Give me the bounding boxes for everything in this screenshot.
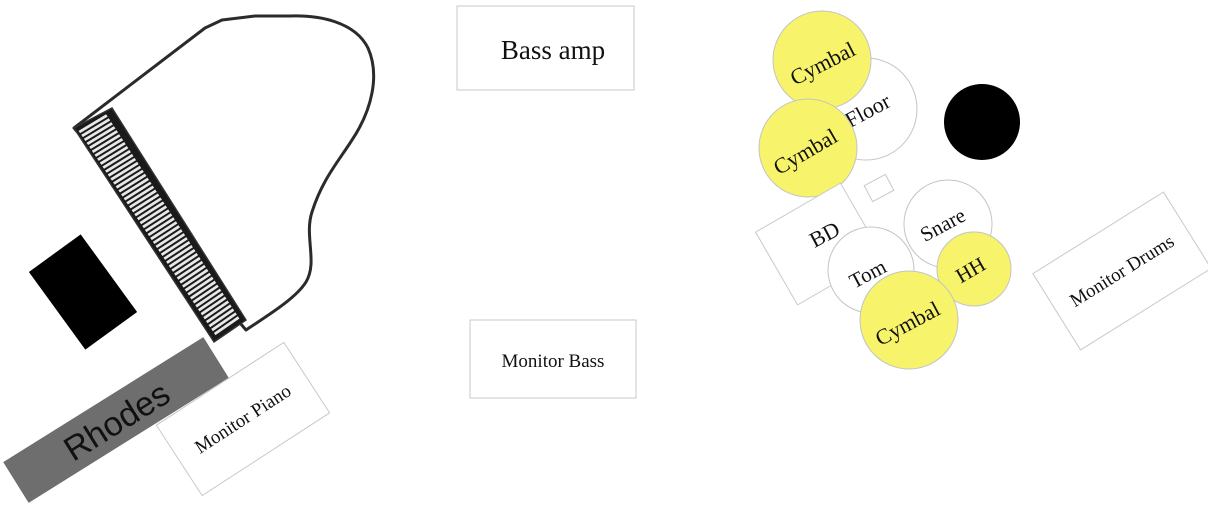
piano-key — [152, 225, 180, 245]
piano-key — [110, 161, 139, 181]
piano-key — [107, 157, 137, 177]
bass-amp-box — [456, 5, 635, 91]
piano-lid-outline — [72, 14, 376, 332]
piano-key — [86, 126, 116, 146]
piano-key — [213, 316, 240, 336]
drum-stool — [944, 84, 1020, 160]
piano-key — [197, 292, 224, 312]
piano-key — [142, 209, 170, 229]
piano-key — [184, 272, 211, 292]
monitor-piano: Monitor Piano — [155, 341, 331, 497]
monitor-drums-box — [1032, 191, 1208, 351]
piano-key — [131, 193, 160, 213]
piano-key — [94, 138, 124, 157]
piano-key — [200, 296, 227, 316]
monitor-bass-label: Monitor Bass — [502, 351, 605, 372]
piano-key — [89, 130, 118, 149]
piano-key — [118, 173, 147, 193]
piano-key — [203, 300, 230, 320]
piano-key — [192, 284, 219, 304]
piano-key — [126, 185, 155, 205]
piano-key — [163, 241, 191, 260]
piano-key — [113, 165, 142, 185]
piano-key — [182, 268, 209, 288]
piano-key — [174, 256, 201, 276]
piano-key — [121, 177, 149, 197]
piano-key — [195, 288, 222, 308]
piano-key — [97, 141, 126, 161]
piano-key — [166, 244, 193, 264]
monitor-drums: Monitor Drums — [1032, 191, 1208, 351]
piano-key — [168, 248, 196, 268]
piano-key — [176, 260, 204, 280]
piano-key — [105, 153, 134, 173]
piano-key — [78, 114, 108, 134]
monitor-bass: Monitor Bass — [469, 319, 637, 399]
piano-key — [115, 169, 144, 189]
piano-key — [171, 252, 199, 272]
piano-key — [136, 201, 165, 221]
piano-key — [211, 312, 237, 332]
drum-kit: Floor Cymbal Cymbal BD Snare Tom HH Cymb… — [754, 10, 1020, 370]
piano-key — [155, 229, 183, 249]
piano-key — [158, 233, 186, 252]
piano-key — [128, 189, 157, 209]
piano-key — [81, 118, 111, 138]
bass-amp: Bass amp — [456, 5, 635, 91]
piano-key — [99, 145, 129, 165]
piano-key — [179, 264, 206, 284]
bass-amp-label: Bass amp — [501, 35, 605, 65]
cymbal-bottom — [859, 270, 959, 370]
piano-key — [123, 181, 152, 201]
pedal — [863, 173, 895, 203]
piano-key — [134, 197, 162, 217]
piano-key — [91, 134, 121, 153]
cymbal-mid — [758, 98, 858, 198]
piano-key — [205, 304, 232, 324]
monitor-bass-box — [469, 319, 637, 399]
piano-keys — [78, 114, 240, 336]
piano-key — [190, 280, 217, 300]
piano-key — [144, 213, 173, 233]
rhodes-body — [3, 337, 229, 503]
piano-key — [208, 308, 235, 328]
grand-piano — [72, 14, 376, 344]
piano-key — [160, 237, 188, 256]
piano-key — [83, 122, 113, 142]
piano-key — [150, 221, 178, 241]
hihat — [936, 231, 1012, 307]
monitor-piano-box — [155, 341, 331, 497]
piano-key — [147, 217, 175, 237]
piano-key — [139, 205, 168, 225]
piano-key — [102, 149, 131, 169]
piano-key — [187, 276, 214, 296]
piano-stool — [28, 234, 138, 350]
